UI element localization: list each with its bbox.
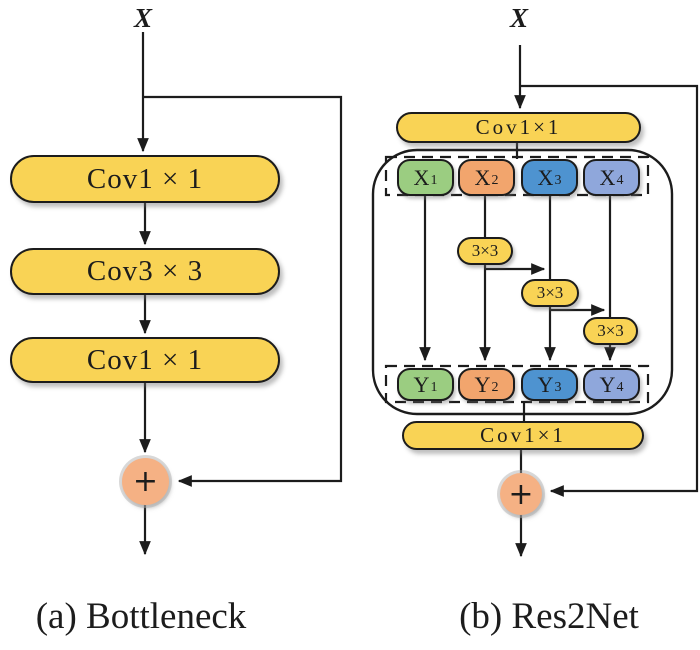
conv3x3-oval-2: 3×3: [521, 279, 579, 307]
left-skip-connection: [143, 95, 343, 487]
right-input-label: X: [509, 3, 529, 33]
bottleneck-conv1x1-top-box: Cov1 × 1: [10, 155, 280, 203]
res2net-caption: (b) Res2Net: [459, 596, 639, 637]
conv3x3-oval-1: 3×3: [457, 237, 513, 265]
split-x2-subscript: 2: [491, 172, 499, 188]
bottleneck-sum-node: +: [122, 458, 169, 505]
split-x1-subscript: 1: [430, 172, 438, 188]
right-skip-connection: [520, 84, 699, 497]
output-y3-subscript: 3: [554, 379, 562, 395]
output-y1-label: Y: [413, 371, 430, 397]
output-y2-subscript: 2: [491, 379, 499, 395]
bottleneck-caption: (a) Bottleneck: [35, 596, 247, 637]
output-y3-label: Y: [537, 371, 554, 397]
split-x4-subscript: 4: [616, 172, 624, 188]
output-y1-subscript: 1: [430, 379, 438, 395]
output-y4-label: Y: [599, 371, 616, 397]
split-x2-label: X: [474, 164, 491, 190]
split-x3-label: X: [537, 164, 554, 190]
bottleneck-conv1x1-bottom-box: Cov1 × 1: [10, 337, 280, 383]
res2net-sum-node: +: [500, 473, 542, 515]
left-input-label: X: [133, 3, 153, 33]
output-y2-label: Y: [474, 371, 491, 397]
split-group-dashed-box: [384, 155, 650, 197]
res2net-module-frame: [371, 148, 674, 416]
bottleneck-conv3x3-box: Cov3 × 3: [10, 248, 280, 295]
conv3x3-oval-3: 3×3: [583, 317, 638, 345]
res2net-conv1x1-top-box: Cov1×1: [396, 112, 641, 143]
split-x4-label: X: [599, 164, 616, 190]
output-y4-subscript: 4: [616, 379, 624, 395]
res2net-conv1x1-bottom-box: Cov1×1: [402, 421, 644, 450]
split-x3-subscript: 3: [554, 172, 562, 188]
output-group-dashed-box: [384, 364, 650, 404]
split-x1-label: X: [413, 164, 430, 190]
